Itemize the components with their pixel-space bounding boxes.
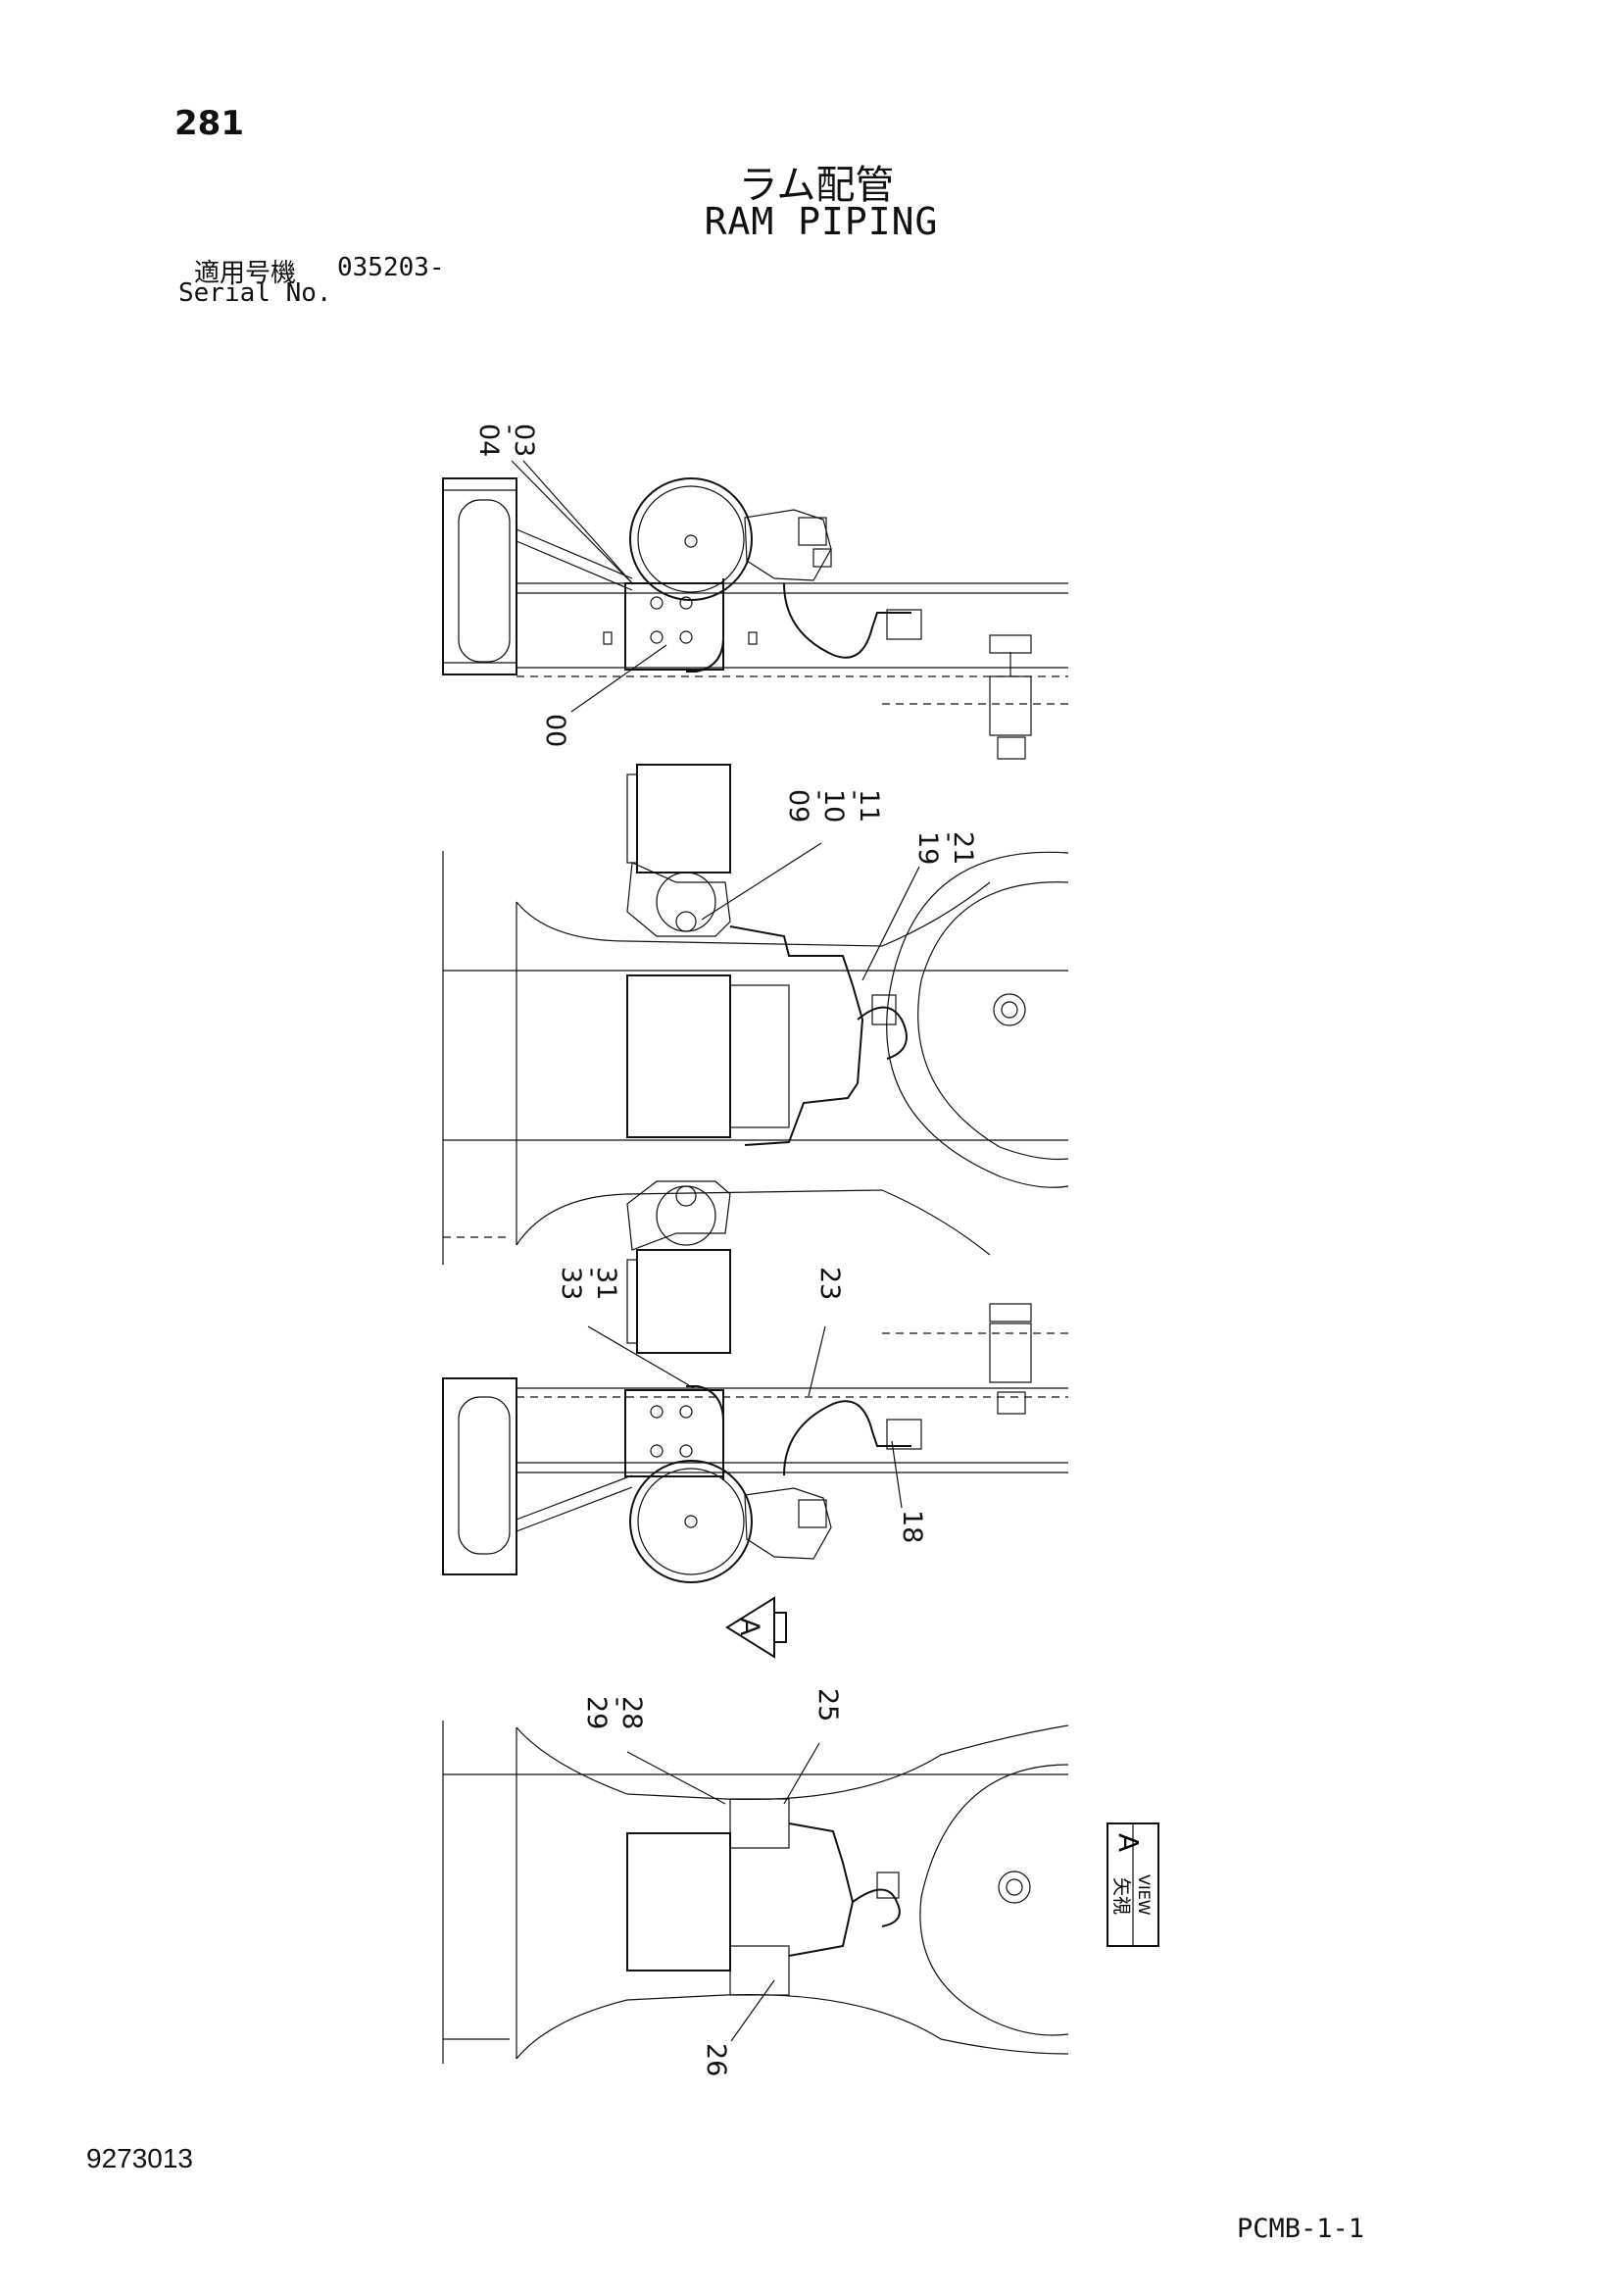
svg-text:-: -	[577, 1268, 608, 1277]
cylinder-body-a	[626, 1832, 731, 1972]
callout-19-21: 19 - 21	[912, 831, 978, 865]
upper-drum	[636, 764, 731, 873]
hose-31	[686, 1385, 724, 1480]
arrow-label-a: A	[734, 1618, 764, 1636]
hose-plan	[729, 925, 864, 1146]
callout-00: 00	[540, 714, 570, 747]
callout-26: 26	[701, 2043, 731, 2076]
page-number: 281	[174, 104, 244, 143]
svg-text:-: -	[934, 832, 964, 842]
view-a-arrow: A	[725, 1596, 787, 1659]
svg-text:-: -	[805, 790, 835, 800]
callout-28: 28	[616, 1696, 647, 1729]
callout-04: 04	[473, 424, 504, 457]
callout-21: 21	[948, 831, 978, 865]
serial-label-en: Serial No.	[178, 278, 332, 308]
document-code: 9273013	[86, 2143, 194, 2173]
callout-33: 33	[556, 1267, 586, 1300]
serial-value: 035203-	[337, 253, 445, 282]
view-side-top	[442, 477, 1068, 760]
leader-lines	[511, 460, 920, 2042]
view-a-label: 矢視 VIEW A	[1107, 1822, 1159, 1947]
view-side-bottom	[442, 1303, 1068, 1583]
callout-29-28: 29 - 28	[581, 1696, 647, 1729]
sheet-code: PCMB-1-1	[1237, 2214, 1365, 2244]
view-a	[442, 1721, 1069, 2064]
cylinder-body	[626, 974, 731, 1138]
callout-31: 31	[591, 1267, 621, 1300]
callout-10: 10	[818, 789, 849, 823]
bracket-block	[624, 582, 724, 671]
drum-wheel-2	[629, 1460, 753, 1583]
callout-09: 09	[783, 789, 813, 823]
page-title-jp: ラム配管	[738, 163, 895, 208]
swivel-joint	[989, 675, 1032, 736]
callout-18: 18	[897, 1510, 927, 1543]
hose-23-top	[783, 582, 911, 659]
callout-11: 11	[854, 789, 884, 823]
hose-00	[686, 578, 724, 673]
frame-end-window	[458, 499, 511, 663]
view-label-jp: 矢視	[1110, 1877, 1132, 1915]
frame-end-plate-2	[442, 1377, 517, 1575]
arrow-head-icon	[725, 1596, 775, 1659]
callout-03: 03	[509, 424, 539, 457]
callout-04-03: 04 - 03	[473, 424, 539, 457]
view-label-letter: A	[1112, 1833, 1145, 1852]
frame-end-plate	[442, 477, 517, 675]
svg-text:-: -	[840, 790, 870, 800]
view-label-en: VIEW	[1135, 1874, 1154, 1916]
view-plan	[442, 764, 1069, 1354]
callout-25: 25	[812, 1688, 843, 1722]
callout-09-10-11: 09 - 10 - 11	[783, 789, 884, 823]
hose-view-a	[788, 1822, 855, 1957]
motor-unit	[744, 509, 832, 581]
svg-text:-: -	[603, 1697, 633, 1707]
hose-23	[783, 1400, 911, 1476]
callout-23: 23	[814, 1267, 845, 1300]
callout-19: 19	[912, 831, 943, 865]
serial-label-jp: 適用号機	[194, 259, 297, 288]
wheel-hub	[993, 993, 1026, 1026]
lower-drum	[636, 1249, 731, 1354]
callout-33-31: 33 - 31	[556, 1267, 621, 1300]
callout-29: 29	[581, 1696, 612, 1729]
drum-wheel	[629, 477, 753, 601]
svg-text:-: -	[495, 424, 525, 434]
page-title-en: RAM PIPING	[704, 200, 939, 243]
